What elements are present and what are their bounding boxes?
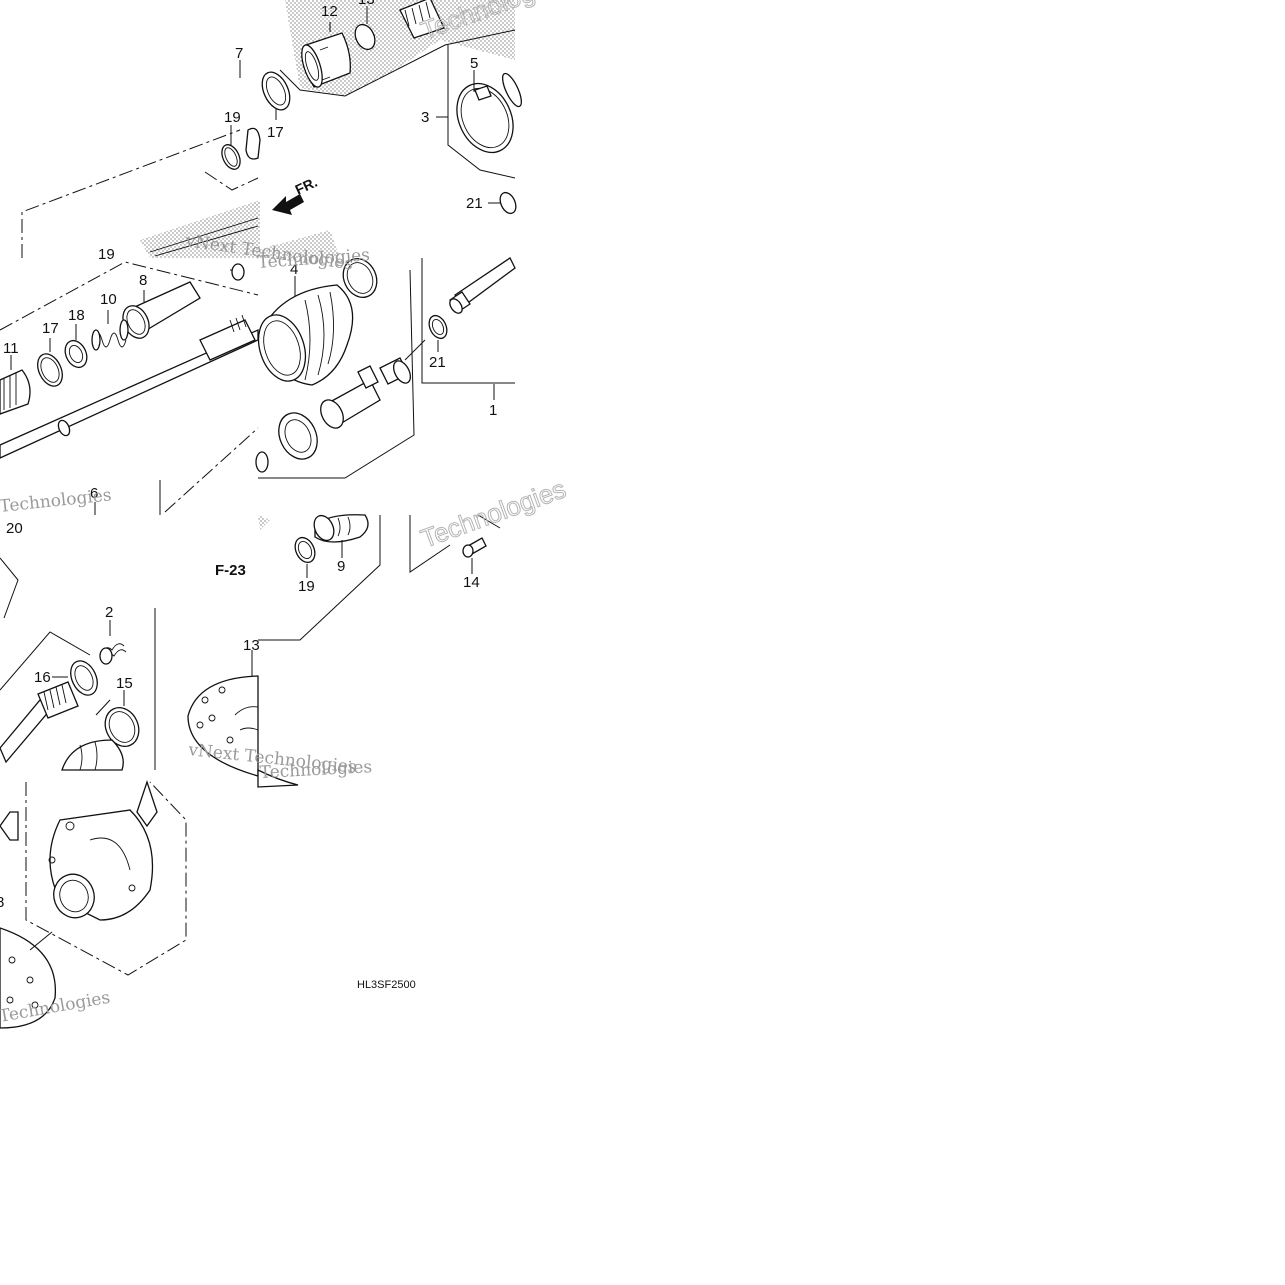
callout-4: 4 xyxy=(290,261,298,278)
brake-disc-13 xyxy=(187,675,259,777)
callout-11: 11 xyxy=(3,340,19,357)
callout-16: 16 xyxy=(34,669,51,686)
boot-8 xyxy=(122,281,201,339)
ring-19-lower xyxy=(294,536,316,564)
spring-2 xyxy=(99,643,127,665)
callout-2: 2 xyxy=(105,604,113,621)
boot-lower xyxy=(61,739,124,771)
tile-bottom-left xyxy=(0,779,187,1029)
callout-3: 3 xyxy=(421,109,429,126)
callout-21: 21 xyxy=(429,354,446,371)
universal-joint xyxy=(320,339,426,429)
bearing-16 xyxy=(70,660,98,696)
joint-11 xyxy=(0,369,31,415)
tile-top-left xyxy=(21,60,291,258)
callout-17: 17 xyxy=(267,124,284,141)
outline-arrow-icon xyxy=(0,811,19,841)
callout-5: 5 xyxy=(470,55,478,72)
tile-middle-left xyxy=(0,261,259,515)
boot-4 xyxy=(257,284,354,386)
watermark-text: Technologies xyxy=(0,485,112,517)
callout-14: 14 xyxy=(463,574,480,591)
bolt-14 xyxy=(462,537,487,558)
callout-8: 8 xyxy=(139,272,147,289)
callout-9: 9 xyxy=(337,558,345,575)
ring-21-mid xyxy=(428,314,448,340)
ring-13-top xyxy=(354,23,376,51)
drawing-code: HL3SF2500 xyxy=(357,979,416,991)
callout-8: 8 xyxy=(0,894,4,911)
tile-lower-middle: F-23 xyxy=(187,514,501,788)
section-reference: F-23 xyxy=(215,562,246,579)
axle-shaft xyxy=(0,314,259,459)
tile-top-middle: FR. xyxy=(258,0,523,258)
callout-7: 7 xyxy=(235,45,243,62)
dust-seal xyxy=(278,412,318,460)
callout-19: 19 xyxy=(298,578,315,595)
callout-labels: 12 13 7 5 3 19 17 21 19 4 8 10 18 17 11 … xyxy=(0,0,497,911)
watermark-text: Technologies xyxy=(417,474,570,554)
splined-shaft-top xyxy=(399,0,445,39)
clamp-5 xyxy=(456,82,514,154)
spring-10 xyxy=(91,319,129,351)
front-direction-arrow: FR. xyxy=(272,174,320,215)
tile-middle-middle xyxy=(255,257,516,479)
callout-19: 19 xyxy=(98,246,115,263)
o-ring-17-mid xyxy=(37,353,63,387)
cv-housing-12 xyxy=(301,32,351,88)
callout-12: 12 xyxy=(321,3,338,20)
drive-shaft-right xyxy=(449,257,516,314)
callout-21: 21 xyxy=(466,195,483,212)
callout-13: 13 xyxy=(243,637,260,654)
splined-shaft-lower xyxy=(0,681,79,764)
knuckle xyxy=(48,779,158,921)
callout-17: 17 xyxy=(42,320,59,337)
seal-18 xyxy=(64,339,88,369)
tile-lower-left xyxy=(0,557,156,771)
callout-18: 18 xyxy=(68,307,85,324)
o-ring-17-top xyxy=(261,71,291,111)
callout-13: 13 xyxy=(358,0,375,8)
callout-6: 6 xyxy=(90,485,98,502)
o-ring-19-top xyxy=(221,144,241,170)
boot-9 xyxy=(313,514,369,543)
callout-19: 19 xyxy=(224,109,241,126)
ring-21-top xyxy=(499,191,517,215)
callout-1: 1 xyxy=(489,402,497,419)
brake-disc-lower xyxy=(0,927,57,1029)
front-direction-label: FR. xyxy=(293,174,320,198)
callout-20: 20 xyxy=(6,520,23,537)
callout-10: 10 xyxy=(100,291,117,308)
callout-15: 15 xyxy=(116,675,133,692)
